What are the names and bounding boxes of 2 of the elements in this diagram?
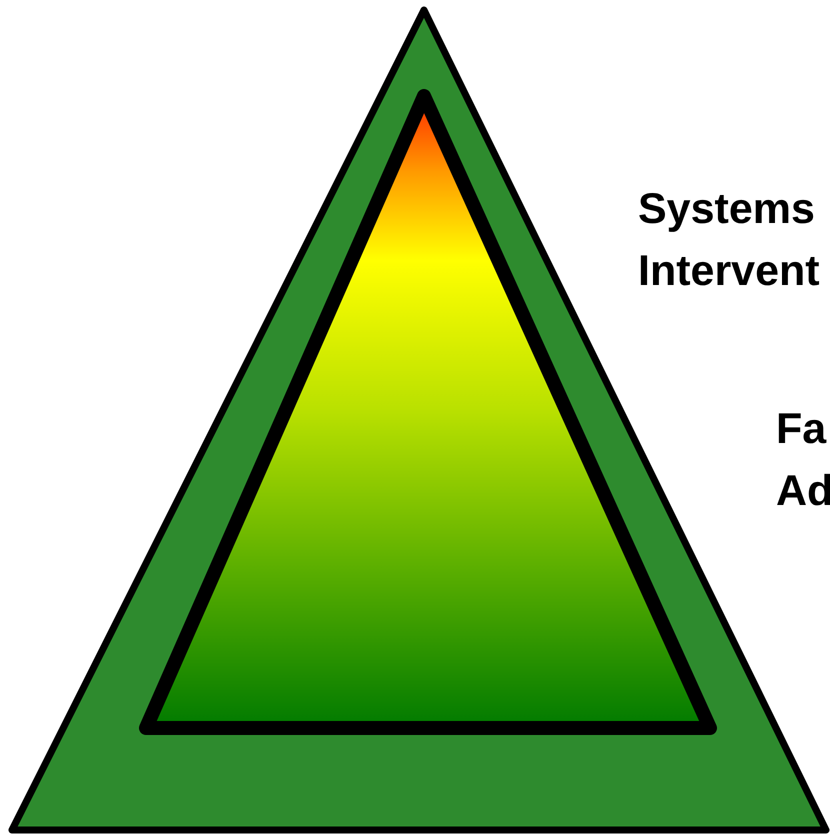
side-label: Systems Intervent xyxy=(638,184,821,297)
outer-triangle xyxy=(8,8,830,834)
